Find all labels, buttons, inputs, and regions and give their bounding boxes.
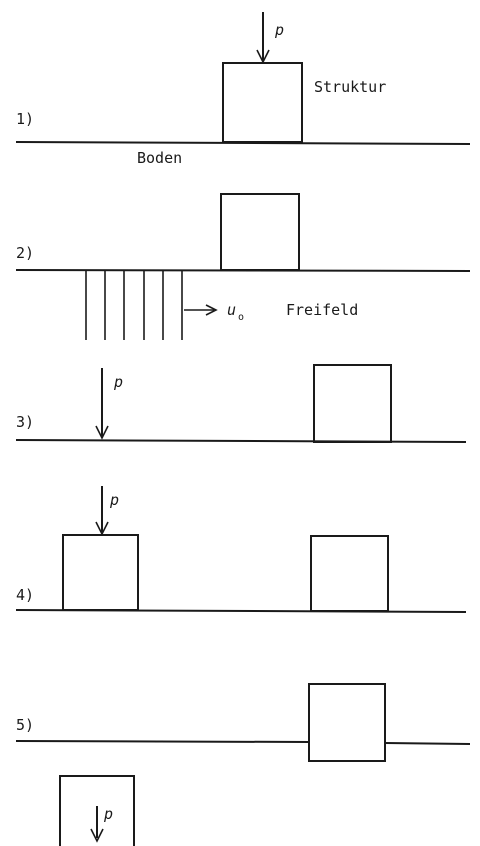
case-4-load-arrowhead <box>95 521 109 536</box>
case-4-structure-block <box>310 535 389 612</box>
case-2-structure-block <box>220 193 300 271</box>
case-2: 2) u o Freifeld <box>15 193 471 340</box>
case-3-label: 3) <box>16 413 34 431</box>
case-1-load-label: p <box>274 21 284 39</box>
free-field-label: Freifeld <box>286 301 358 319</box>
case-1: 1) p Struktur Boden <box>15 12 471 167</box>
displacement-subscript: o <box>238 312 244 323</box>
case-1-structure-block <box>222 62 303 143</box>
case-3-load-arrowhead <box>95 425 109 440</box>
case-5: 5) p <box>15 683 471 846</box>
case-3-ground-line <box>15 439 467 443</box>
case-2-label: 2) <box>16 244 34 262</box>
case-5-ground-line-right <box>384 742 471 745</box>
case-5-load-label: p <box>103 805 113 823</box>
soil-label: Boden <box>137 149 182 167</box>
case-5-label: 5) <box>16 716 34 734</box>
case-4-loaded-block <box>62 534 139 611</box>
case-3-load-label: p <box>113 373 123 391</box>
case-4-label: 4) <box>16 586 34 604</box>
case-3-structure-block <box>313 364 392 443</box>
case-1-label: 1) <box>16 110 34 128</box>
case-1-load-arrowhead <box>256 49 270 64</box>
case-4-load-label: p <box>109 491 119 509</box>
case-4: 4) p <box>15 486 467 613</box>
case-5-load-arrowhead <box>90 828 104 843</box>
structure-label: Struktur <box>314 78 386 96</box>
displacement-arrowhead <box>205 304 218 316</box>
displacement-label: u <box>227 301 236 319</box>
case-3: 3) p <box>15 364 467 443</box>
case-5-embedded-structure <box>308 683 386 762</box>
case-5-ground-line-left <box>15 740 310 743</box>
free-field-wave-lines <box>85 270 183 340</box>
case-5-loaded-block-outline <box>59 775 135 846</box>
